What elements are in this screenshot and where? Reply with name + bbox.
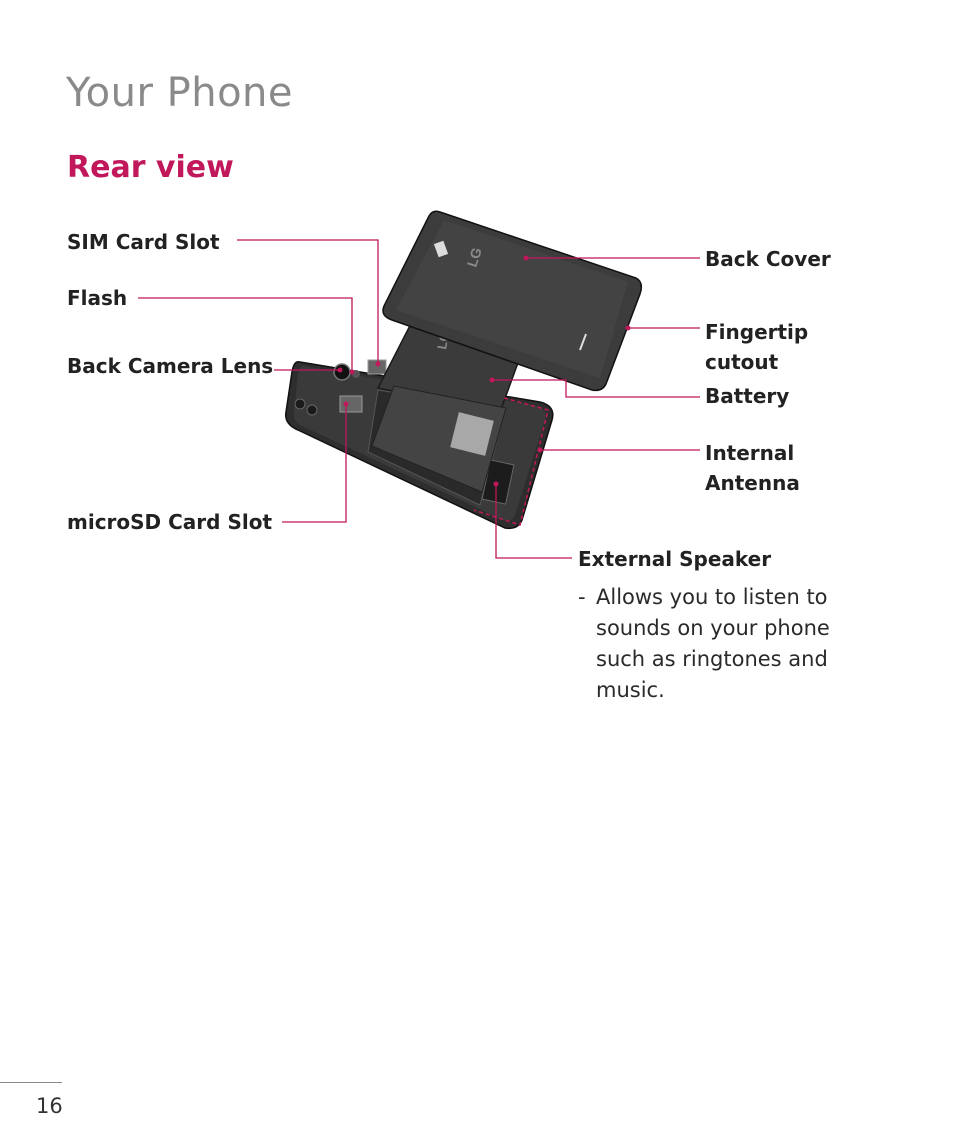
back-cover-logo: LG (464, 245, 485, 269)
internal-antenna-label-line2: Antenna (705, 471, 800, 495)
internal-antenna-label-line1: Internal (705, 441, 795, 465)
description-dash: - (578, 585, 586, 609)
external-speaker-label: External Speaker (578, 547, 772, 571)
fingertip-cutout-label-line2: cutout (705, 350, 779, 374)
microsd-card-slot-label: microSD Card Slot (67, 510, 272, 534)
page-number: 16 (36, 1094, 63, 1118)
fingertip-cutout-label-line1: Fingertip (705, 320, 809, 344)
external-speaker-description: Allows you to listen to sounds on your p… (596, 585, 830, 702)
battery-label: Battery (705, 384, 790, 408)
flash-label: Flash (67, 286, 128, 310)
back-cover-shape: LG (382, 210, 643, 392)
leader-lines (138, 239, 700, 559)
section-title: Rear view (67, 150, 234, 185)
footer-rule (0, 1082, 62, 1083)
back-camera-lens-label: Back Camera Lens (67, 354, 274, 378)
leader-dots (337, 255, 631, 487)
sim-card-slot-label: SIM Card Slot (67, 230, 220, 254)
page-title: Your Phone (66, 70, 294, 116)
back-cover-label: Back Cover (705, 247, 831, 271)
